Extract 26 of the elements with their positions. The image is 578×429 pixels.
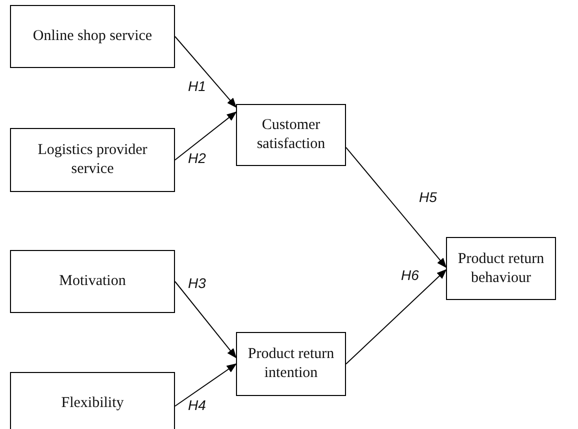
hypothesis-label: H4 xyxy=(188,397,206,413)
hypothesis-label: H3 xyxy=(188,275,206,291)
construct-box xyxy=(236,104,346,166)
construct-label: Product return intention xyxy=(246,345,336,383)
hypothesis-label: H5 xyxy=(419,189,437,205)
hypothesis-label: H2 xyxy=(188,150,206,166)
arrow xyxy=(174,363,237,407)
construct-label: Flexibility xyxy=(61,394,124,412)
hypothesis-label: H6 xyxy=(401,267,419,283)
construct-box xyxy=(10,128,175,192)
arrow xyxy=(174,281,237,358)
construct-box xyxy=(10,372,175,429)
construct-box xyxy=(446,237,556,300)
construct-box xyxy=(10,5,175,68)
construct-label: Customer satisfaction xyxy=(256,116,326,154)
construct-label: Motivation xyxy=(59,272,126,291)
arrow xyxy=(174,36,237,108)
construct-label: Logistics provider service xyxy=(36,141,148,179)
construct-label: Online shop service xyxy=(32,27,152,46)
construct-label: Product return behaviour xyxy=(456,250,546,288)
arrow xyxy=(174,111,237,160)
arrow xyxy=(346,146,447,268)
construct-box xyxy=(236,332,346,396)
construct-box xyxy=(10,250,175,313)
arrow xyxy=(346,269,447,364)
hypothesis-label: H1 xyxy=(188,78,206,94)
